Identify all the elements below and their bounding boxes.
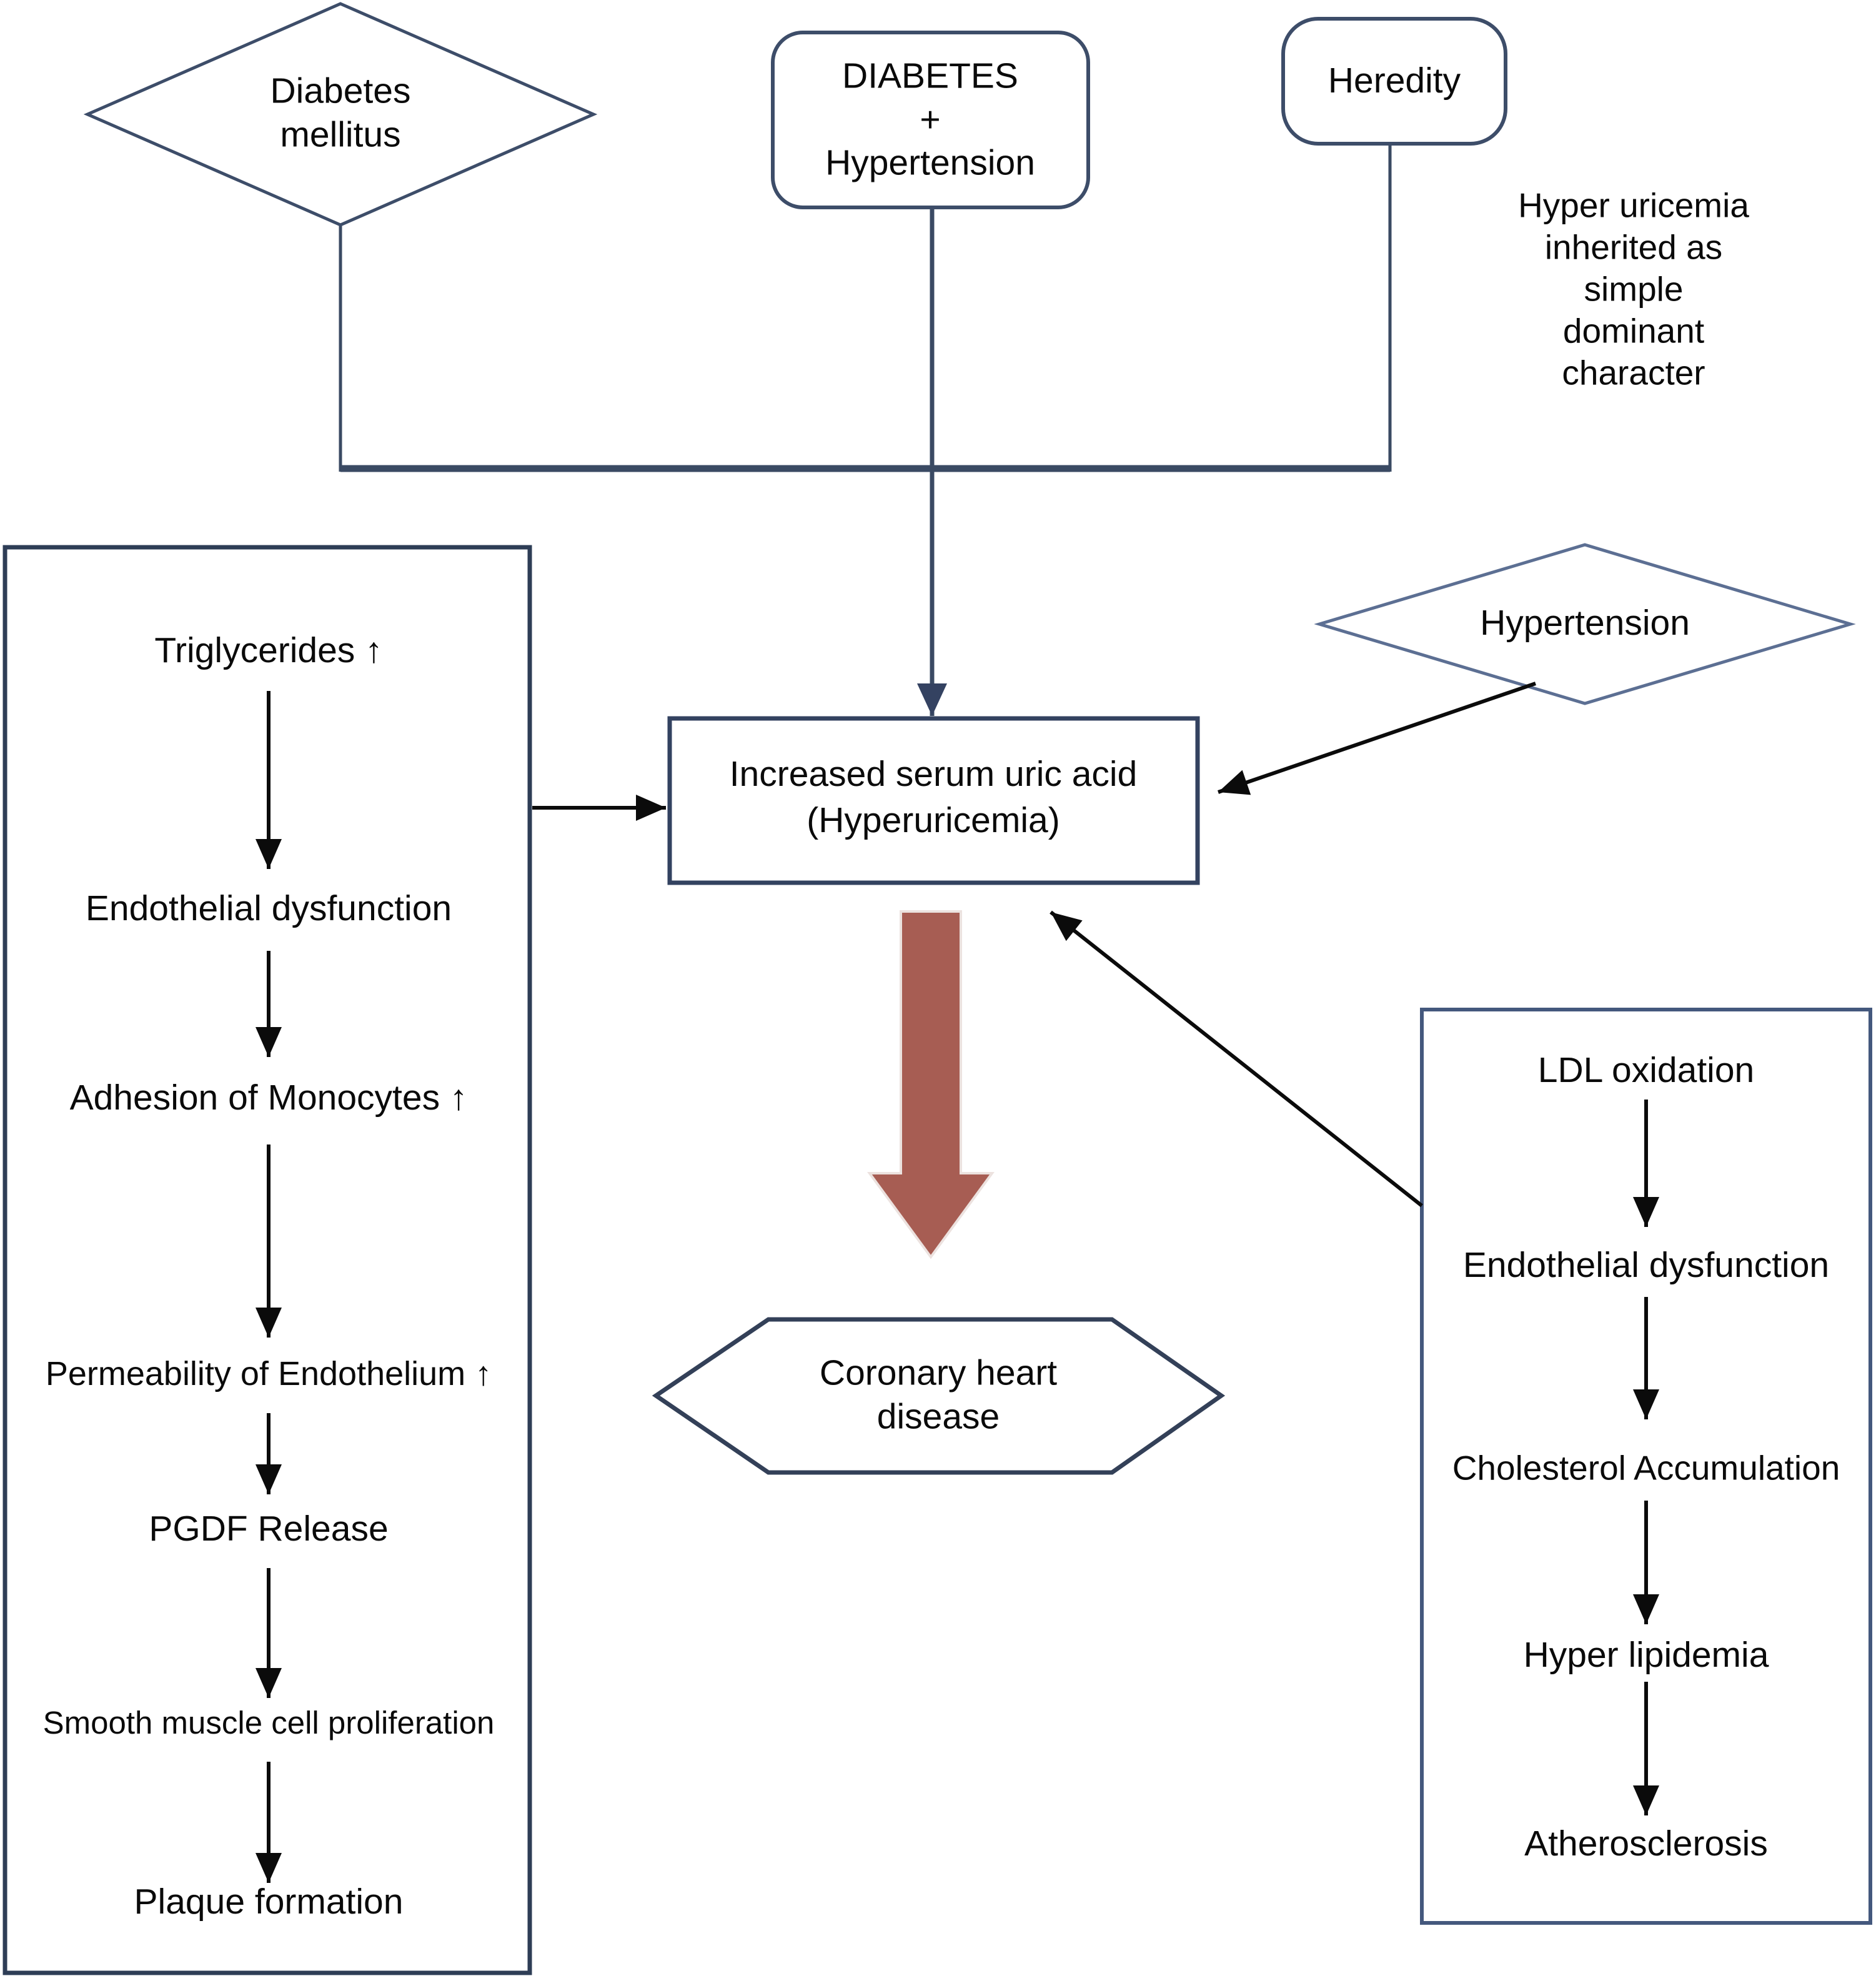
coronary-heart-disease-label: Coronary heart disease [819,1353,1058,1436]
heredity-box [1281,17,1507,146]
left-pathway-step-triglycerides: Triglycerides ↑ [154,630,383,671]
heredity-note-text: Hyper uricemia inherited as simple domin… [1518,186,1749,392]
left-pathway-step-adhesion-of-monocytes: Adhesion of Monocytes ↑ [69,1078,468,1118]
diabetes-plus-hypertension-box [771,31,1090,209]
red-down-arrow [867,910,995,1259]
left-pathway-step-smooth-muscle-proliferation: Smooth muscle cell proliferation [42,1704,495,1740]
heredity-label: Heredity [1328,61,1461,101]
diabetes-mellitus-label: Diabetes mellitus [270,71,411,154]
hypertension-diamond [1314,543,1856,705]
right-pathway-step-endothelial-dysfunction: Endothelial dysfunction [1462,1245,1830,1286]
left-pathway-step-endothelial-dysfunction: Endothelial dysfunction [85,888,452,929]
coronary-heart-disease-hexagon [652,1317,1226,1475]
diabetes-mellitus-diamond [83,2,598,227]
right-pathway-step-cholesterol-accumulation: Cholesterol Accumulation [1452,1448,1840,1487]
right-pathway-step-atherosclerosis: Atherosclerosis [1524,1824,1768,1864]
right-pathway-step-hyper-lipidemia: Hyper lipidemia [1523,1635,1769,1676]
increased-uric-acid-label: Increased serum uric acid (Hyperuricemia… [729,753,1138,840]
right-pathway-step-ldl-oxidation: LDL oxidation [1537,1050,1755,1091]
arrow-ldl-box-to-uric-acid [1050,910,1423,1208]
left-pathway-step-plaque-formation: Plaque formation [134,1882,404,1922]
arrow-hypertension-to-uric-acid [1218,682,1536,795]
left-pathway-step-pgdf-release: PGDF Release [149,1509,389,1549]
diabetes-plus-hypertension-label: DIABETES + Hypertension [825,56,1035,183]
hypertension-label: Hypertension [1480,603,1690,643]
left-pathway-step-permeability-of-endothelium: Permeability of Endothelium ↑ [45,1355,492,1393]
increased-uric-acid-box [667,716,1200,885]
